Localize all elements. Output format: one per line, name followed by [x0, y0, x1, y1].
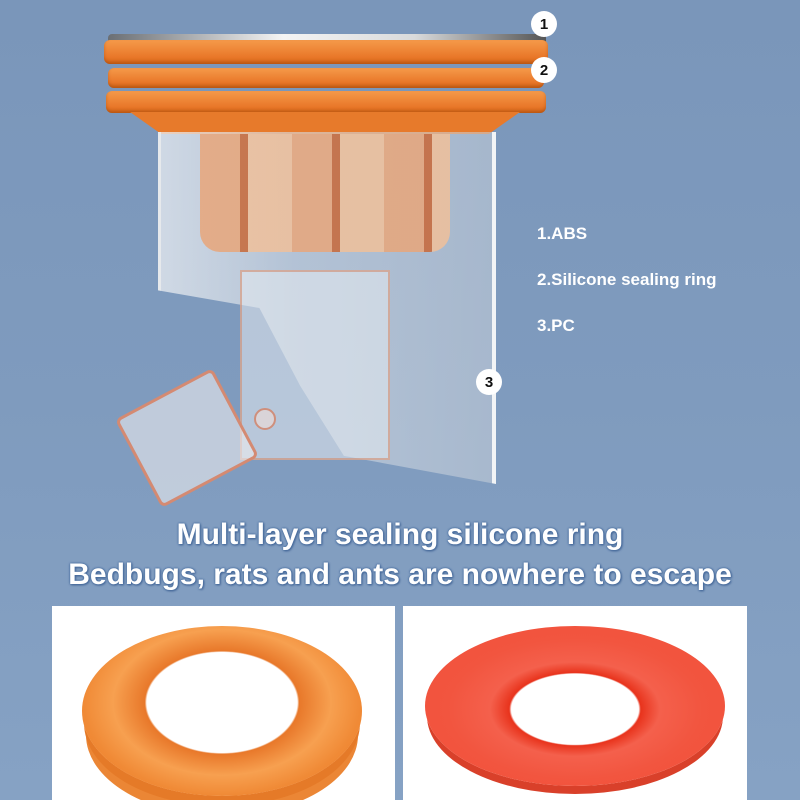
red-seal-ring-icon — [425, 626, 725, 786]
spec-silicone: 2.Silicone sealing ring — [537, 270, 717, 289]
orange-seal-ring-icon — [82, 626, 362, 796]
headline-line-1: Multi-layer sealing silicone ring — [176, 518, 624, 551]
abs-top-cap — [108, 34, 546, 42]
inner-flap — [240, 270, 390, 460]
panel-red-ring — [403, 606, 747, 800]
ring-base-taper — [130, 112, 520, 134]
hinge-pin-icon — [254, 408, 276, 430]
counterweight-cup — [114, 368, 260, 508]
silicone-ring-layer-3 — [106, 91, 546, 113]
panel-orange-ring — [52, 606, 395, 800]
spec-abs: 1.ABS — [537, 224, 588, 243]
headline-line-2: Bedbugs, rats and ants are nowhere to es… — [68, 558, 732, 591]
marker-1: 1 — [531, 11, 557, 37]
inner-fins — [200, 134, 450, 252]
spec-pc: 3.PC — [537, 316, 575, 335]
silicone-ring-layer-1 — [104, 40, 548, 64]
silicone-ring-layer-2 — [108, 68, 544, 88]
marker-3: 3 — [476, 369, 502, 395]
marker-2: 2 — [531, 57, 557, 83]
